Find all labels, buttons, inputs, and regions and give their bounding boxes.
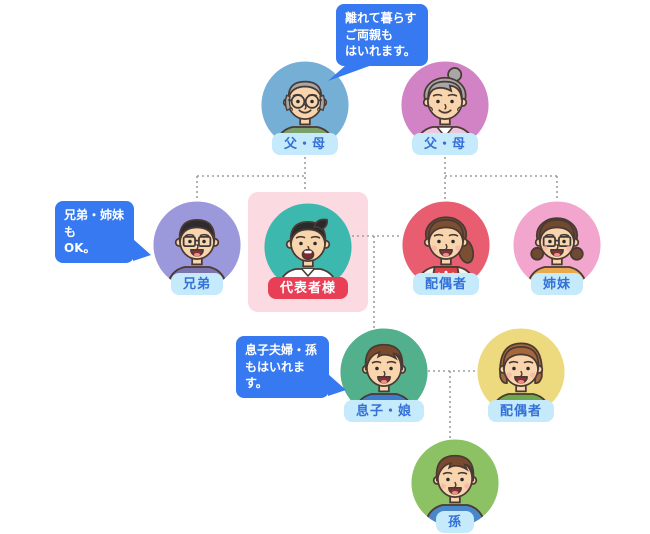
relation-label-representative: 代表者様 (267, 277, 349, 299)
bubble-text-line: 離れて暮らす (345, 11, 417, 25)
relation-label-sister: 姉妹 (530, 273, 584, 295)
node-son-spouse: 配偶者 (477, 328, 565, 422)
bubble-text-line: はいれます。 (345, 44, 416, 58)
relation-label-father-mother-right: 父・母 (411, 133, 479, 155)
node-father-mother-left: 父・母 (261, 61, 349, 155)
speech-bubble-son-family: 息子夫婦・孫 もはいれます。 (236, 336, 346, 398)
bubble-tail (328, 373, 346, 396)
bubble-text-line: ご両親も (345, 27, 394, 42)
relation-label-spouse: 配偶者 (412, 273, 480, 295)
relation-label-brother: 兄弟 (170, 273, 224, 295)
bubble-tail (328, 64, 372, 81)
relation-label-son-spouse: 配偶者 (487, 400, 555, 422)
representative-man-avatar (264, 203, 352, 291)
node-spouse: 配偶者 (402, 201, 490, 295)
bubble-text-line: もはいれます。 (245, 359, 306, 391)
bubble-text-line: OK。 (64, 241, 96, 255)
node-father-mother-right: 父・母 (401, 61, 489, 155)
relation-label-grandchild: 孫 (435, 511, 475, 533)
speech-bubble-siblings: 兄弟・姉妹も OK。 (55, 201, 151, 263)
relation-label-son-daughter: 息子・娘 (343, 400, 425, 422)
bubble-text-line: 兄弟・姉妹も (64, 208, 125, 239)
bubble-text-line: 息子夫婦・孫 (245, 343, 318, 357)
woman-with-glasses-avatar (513, 201, 601, 289)
bubble-tail (133, 238, 151, 261)
speech-bubble-parents: 離れて暮らす ご両親も はいれます。 (328, 4, 428, 81)
node-grandchild: 孫 (411, 439, 499, 533)
node-brother: 兄弟 (153, 201, 241, 295)
relation-label-father-mother-left: 父・母 (271, 133, 339, 155)
node-sister: 姉妹 (513, 201, 601, 295)
node-representative: 代表者様 (264, 203, 352, 299)
node-son-daughter: 息子・娘 (340, 328, 428, 422)
